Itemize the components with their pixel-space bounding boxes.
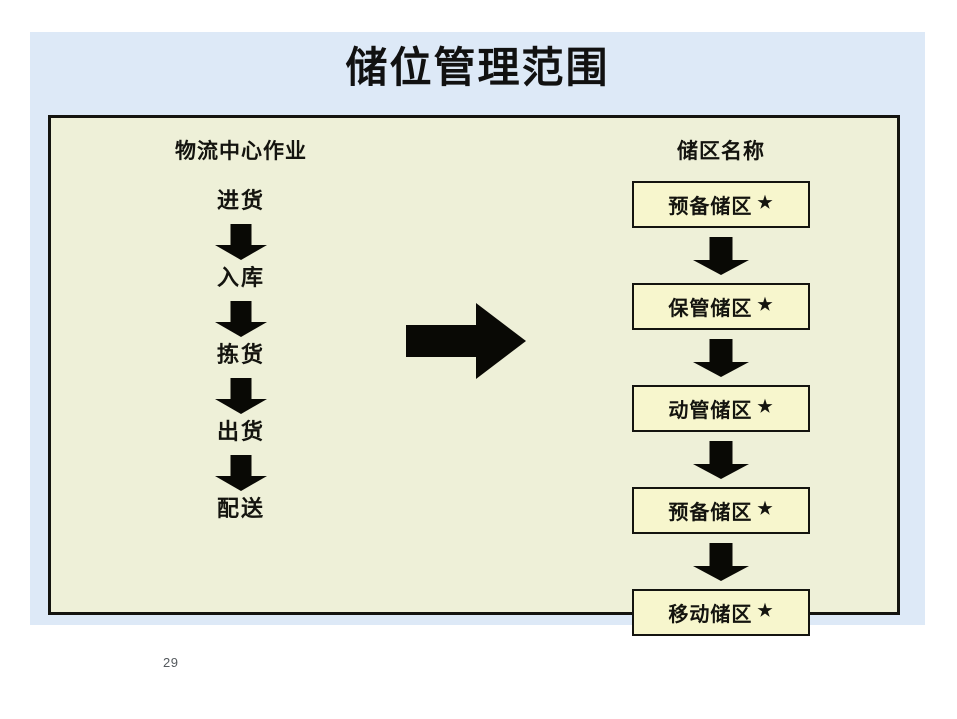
arrow-head (215, 399, 267, 415)
arrow-stem (230, 301, 252, 324)
arrow-down-icon (215, 378, 267, 415)
arrow-down-icon (693, 339, 749, 378)
arrow-head (215, 245, 267, 261)
star-icon: ★ (757, 295, 774, 316)
arrow-down-icon (215, 224, 267, 261)
zone-label: 动管储区 (668, 398, 753, 423)
page-title: 储位管理范围 (345, 43, 610, 92)
arrow-down-icon (693, 441, 749, 480)
arrow-head (215, 476, 267, 492)
arrow-head (215, 322, 267, 338)
flow-step-label: 出货 (216, 419, 265, 446)
star-icon: ★ (757, 193, 774, 214)
arrow-tip (476, 303, 526, 379)
right-column-header: 储区名称 (677, 138, 765, 163)
arrow-head (693, 362, 749, 378)
arrow-down-icon (215, 301, 267, 338)
zone-box: 移动储区 ★ (632, 589, 810, 637)
arrow-stem (230, 378, 252, 401)
page-number: 29 (163, 655, 179, 670)
zone-label: 预备储区 (668, 194, 753, 219)
arrow-stem (230, 455, 252, 478)
zone-label: 移动储区 (668, 602, 753, 627)
zone-box: 预备储区 ★ (632, 487, 810, 535)
arrow-bar (406, 325, 482, 357)
zone-label: 预备储区 (668, 500, 753, 525)
flow-step-label: 入库 (216, 265, 265, 292)
arrow-head (693, 464, 749, 480)
arrow-down-icon (215, 455, 267, 492)
flow-step-label: 配送 (216, 496, 265, 523)
arrow-stem (709, 543, 733, 568)
star-icon: ★ (757, 397, 774, 418)
arrow-stem (230, 224, 252, 247)
left-step-flow: 进货 入库 拣货 出货 (111, 189, 371, 525)
arrow-down-icon (693, 237, 749, 276)
left-column-header: 物流中心作业 (175, 138, 307, 163)
flow-step-label: 进货 (216, 188, 265, 215)
arrow-right-icon (406, 303, 526, 379)
zone-box: 保管储区 ★ (632, 283, 810, 331)
arrow-stem (709, 237, 733, 262)
star-icon: ★ (757, 601, 774, 622)
zone-flow: 预备储区 ★ 保管储区 ★ 动管储区 ★ (591, 181, 851, 637)
zone-label: 保管储区 (668, 296, 753, 321)
star-icon: ★ (757, 499, 774, 520)
arrow-head (693, 566, 749, 582)
arrow-stem (709, 441, 733, 466)
diagram-panel: 物流中心作业 进货 入库 拣货 出货 (48, 115, 900, 637)
arrow-stem (709, 339, 733, 364)
left-column: 物流中心作业 进货 入库 拣货 出货 (111, 138, 371, 525)
right-column: 储区名称 预备储区 ★ 保管储区 ★ (591, 138, 851, 637)
zone-box: 动管储区 ★ (632, 385, 810, 433)
flow-step-label: 拣货 (216, 342, 265, 369)
zone-box: 预备储区 ★ (632, 181, 810, 229)
arrow-down-icon (693, 543, 749, 582)
arrow-head (693, 260, 749, 276)
